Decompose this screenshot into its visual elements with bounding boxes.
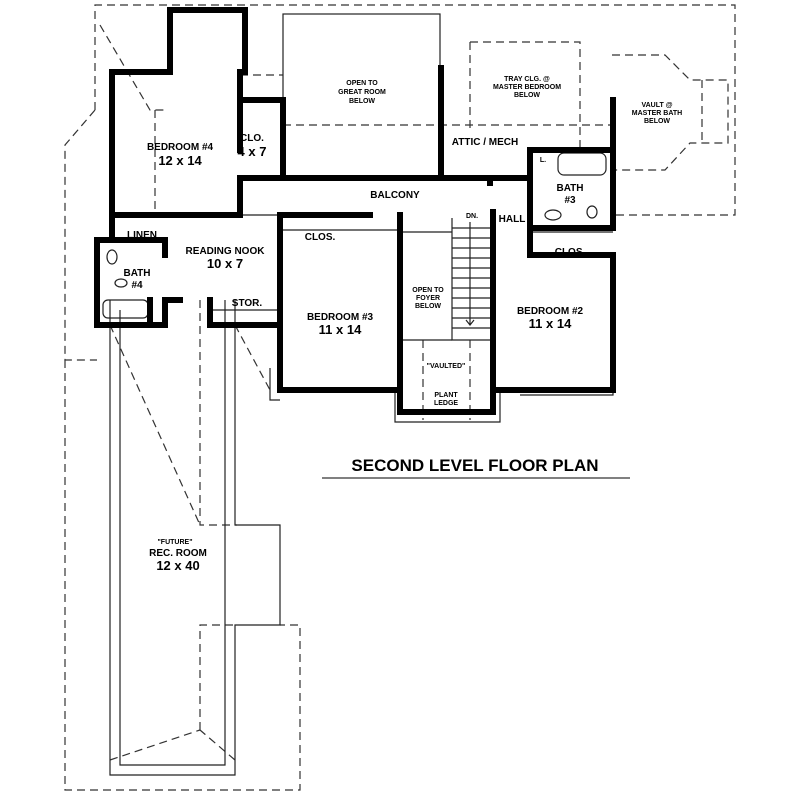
great-room-label: BELOW <box>349 98 375 105</box>
rec-room-note: "FUTURE" <box>157 539 192 546</box>
foyer-label: BELOW <box>415 303 441 310</box>
storage-label: STOR. <box>232 298 263 309</box>
stair-treads <box>452 222 490 329</box>
laundry-label: L. <box>540 157 546 164</box>
tray-ceiling-label: BELOW <box>514 92 540 99</box>
bedroom2-size: 11 x 14 <box>529 316 572 331</box>
bedroom3-size: 11 x 14 <box>319 322 362 337</box>
vault-label: MASTER BATH <box>632 110 682 117</box>
thin-outlines <box>102 13 614 776</box>
hall-label: HALL <box>499 214 526 225</box>
bath3-label: #3 <box>564 195 576 206</box>
tray-ceiling-label: TRAY CLG. @ <box>504 76 550 83</box>
down-label: DN. <box>466 213 478 220</box>
vaulted-label: "VAULTED" <box>427 363 466 370</box>
great-room-label: GREAT ROOM <box>338 89 386 96</box>
rec-room-size: 12 x 40 <box>156 558 199 573</box>
room-labels: BEDROOM #4 12 x 14 CLO. 4 x 7 OPEN TO GR… <box>123 76 682 573</box>
reading-nook-size: 10 x 7 <box>207 256 243 271</box>
clos3-label: CLOS. <box>305 232 336 243</box>
bedroom3-label: BEDROOM #3 <box>307 312 374 323</box>
attic-label: ATTIC / MECH <box>452 137 518 148</box>
reading-nook-label: READING NOOK <box>186 246 266 257</box>
balcony-label: BALCONY <box>370 190 420 201</box>
vault-label: VAULT @ <box>641 102 672 109</box>
rec-room-label: REC. ROOM <box>149 548 207 559</box>
bath3-label: BATH <box>556 183 583 194</box>
bath4-label: BATH <box>123 268 150 279</box>
roof-outline <box>64 4 736 791</box>
plan-title: SECOND LEVEL FLOOR PLAN <box>351 456 598 475</box>
clos2-label: CLOS. <box>555 247 586 258</box>
bedroom4-size: 12 x 14 <box>158 153 202 168</box>
bedroom4-label: BEDROOM #4 <box>147 142 214 153</box>
bedroom2-label: BEDROOM #2 <box>517 306 584 317</box>
bath4-label: #4 <box>131 280 143 291</box>
foyer-label: OPEN TO <box>412 287 444 294</box>
great-room-label: OPEN TO <box>346 80 378 87</box>
clo-size: 4 x 7 <box>238 144 267 159</box>
linen-label: LINEN <box>127 230 157 241</box>
vault-label: BELOW <box>644 118 670 125</box>
foyer-label: FOYER <box>416 295 440 302</box>
plant-ledge-label: LEDGE <box>434 400 458 407</box>
walls <box>94 7 616 415</box>
plant-ledge-label: PLANT <box>434 392 458 399</box>
clo-label: CLO. <box>240 133 264 144</box>
tray-ceiling-label: MASTER BEDROOM <box>493 84 561 91</box>
